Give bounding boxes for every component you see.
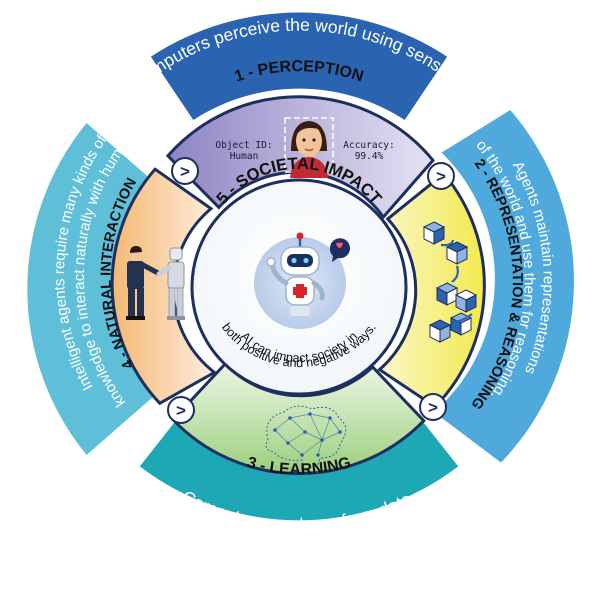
outer-segment-representation xyxy=(433,110,574,463)
panel-perception xyxy=(165,95,435,220)
handshake-human-robot-icon xyxy=(126,246,185,320)
arrow-representation-to-learning: > xyxy=(419,393,447,421)
face-scan-icon xyxy=(284,117,334,178)
object-id-label: Object ID: xyxy=(215,140,272,151)
svg-text:>: > xyxy=(436,167,446,186)
panel-learning xyxy=(170,361,426,476)
accuracy-value: 99.4% xyxy=(355,151,384,162)
arrow-learning-to-interaction: > xyxy=(167,396,195,424)
outer-segment-interaction xyxy=(27,123,154,455)
svg-text:>: > xyxy=(176,401,186,420)
panel-interaction xyxy=(110,167,218,406)
cube-diagram-icon xyxy=(422,221,478,343)
robot-icon xyxy=(266,232,350,316)
arrow-perception-to-representation: > xyxy=(427,162,455,190)
object-id-value: Human xyxy=(230,151,259,162)
outer-segment-perception xyxy=(150,12,448,120)
accuracy-label: Accuracy: xyxy=(343,140,394,151)
svg-text:>: > xyxy=(428,398,438,417)
brain-network-icon xyxy=(265,405,347,473)
svg-text:>: > xyxy=(180,162,190,181)
arrow-interaction-to-perception: > xyxy=(171,157,199,185)
